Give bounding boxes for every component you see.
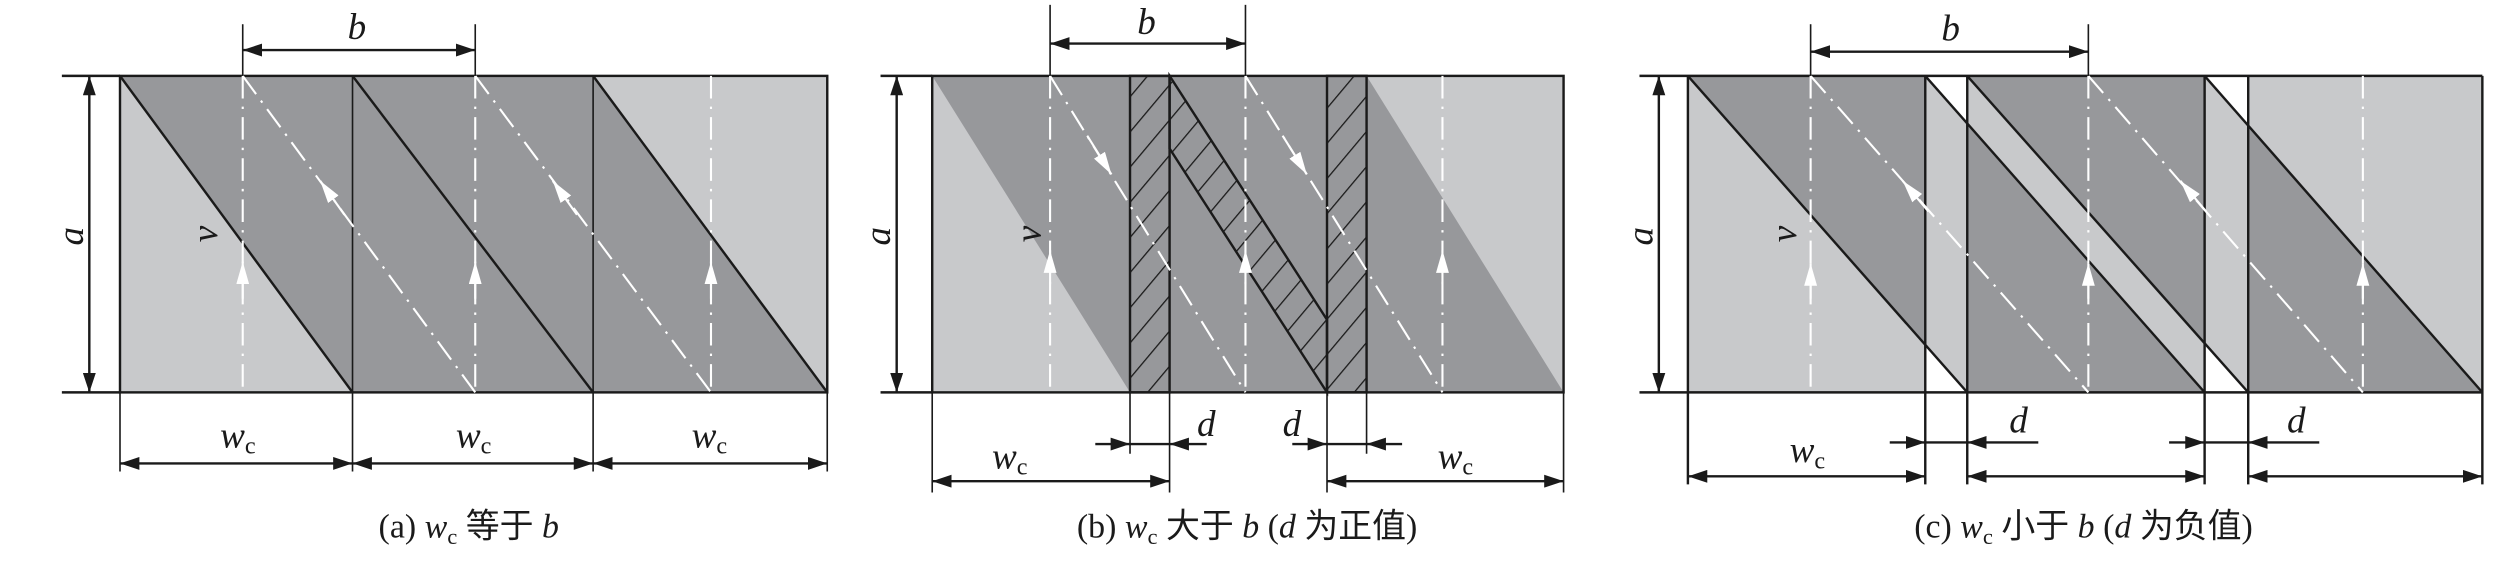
- panel-b: b a v d d wc wc (b) wc 大于 b (d 为正值): [858, 2, 1565, 549]
- caption-b: (b) wc 大于 b (d 为正值): [1077, 508, 1417, 549]
- a-label: a: [51, 227, 92, 246]
- d-label: d: [2009, 401, 2028, 442]
- b-label: b: [348, 7, 367, 48]
- b-label: b: [1137, 2, 1156, 43]
- wc-label: wc: [1438, 436, 1474, 480]
- a-label: a: [858, 227, 899, 246]
- d-label: d: [1283, 404, 1302, 445]
- caption-c: (c) wc 小于 b (d 为负值): [1914, 508, 2253, 549]
- v-label: v: [1764, 225, 1805, 242]
- wc-label: wc: [1790, 430, 1826, 474]
- panel-c: b a v d d wc (c) wc 小于 b (d 为负值): [1620, 8, 2484, 549]
- panel-a: b a v wc wc wc (a) wc 等于 b: [51, 7, 829, 549]
- flow-arrows: [1043, 135, 1449, 285]
- a-label: a: [1620, 227, 1661, 246]
- v-label: v: [185, 225, 226, 242]
- wc-label: wc: [220, 415, 256, 459]
- caption-a: (a) wc 等于 b: [379, 508, 559, 549]
- v-label: v: [1008, 225, 1049, 242]
- wc-label: wc: [692, 415, 728, 459]
- overlap-strip-hatched: [1327, 75, 1367, 393]
- flow-arrows: [1804, 180, 2370, 299]
- overlap-strip-hatched: [1130, 75, 1170, 393]
- flow-arrows: [236, 180, 718, 299]
- b-label: b: [1941, 8, 1960, 49]
- wc-label: wc: [456, 415, 492, 459]
- d-label: d: [2287, 401, 2306, 442]
- overlap-band-hatched: [1169, 75, 1328, 393]
- wc-label: wc: [992, 436, 1028, 480]
- d-label: d: [1197, 404, 1216, 445]
